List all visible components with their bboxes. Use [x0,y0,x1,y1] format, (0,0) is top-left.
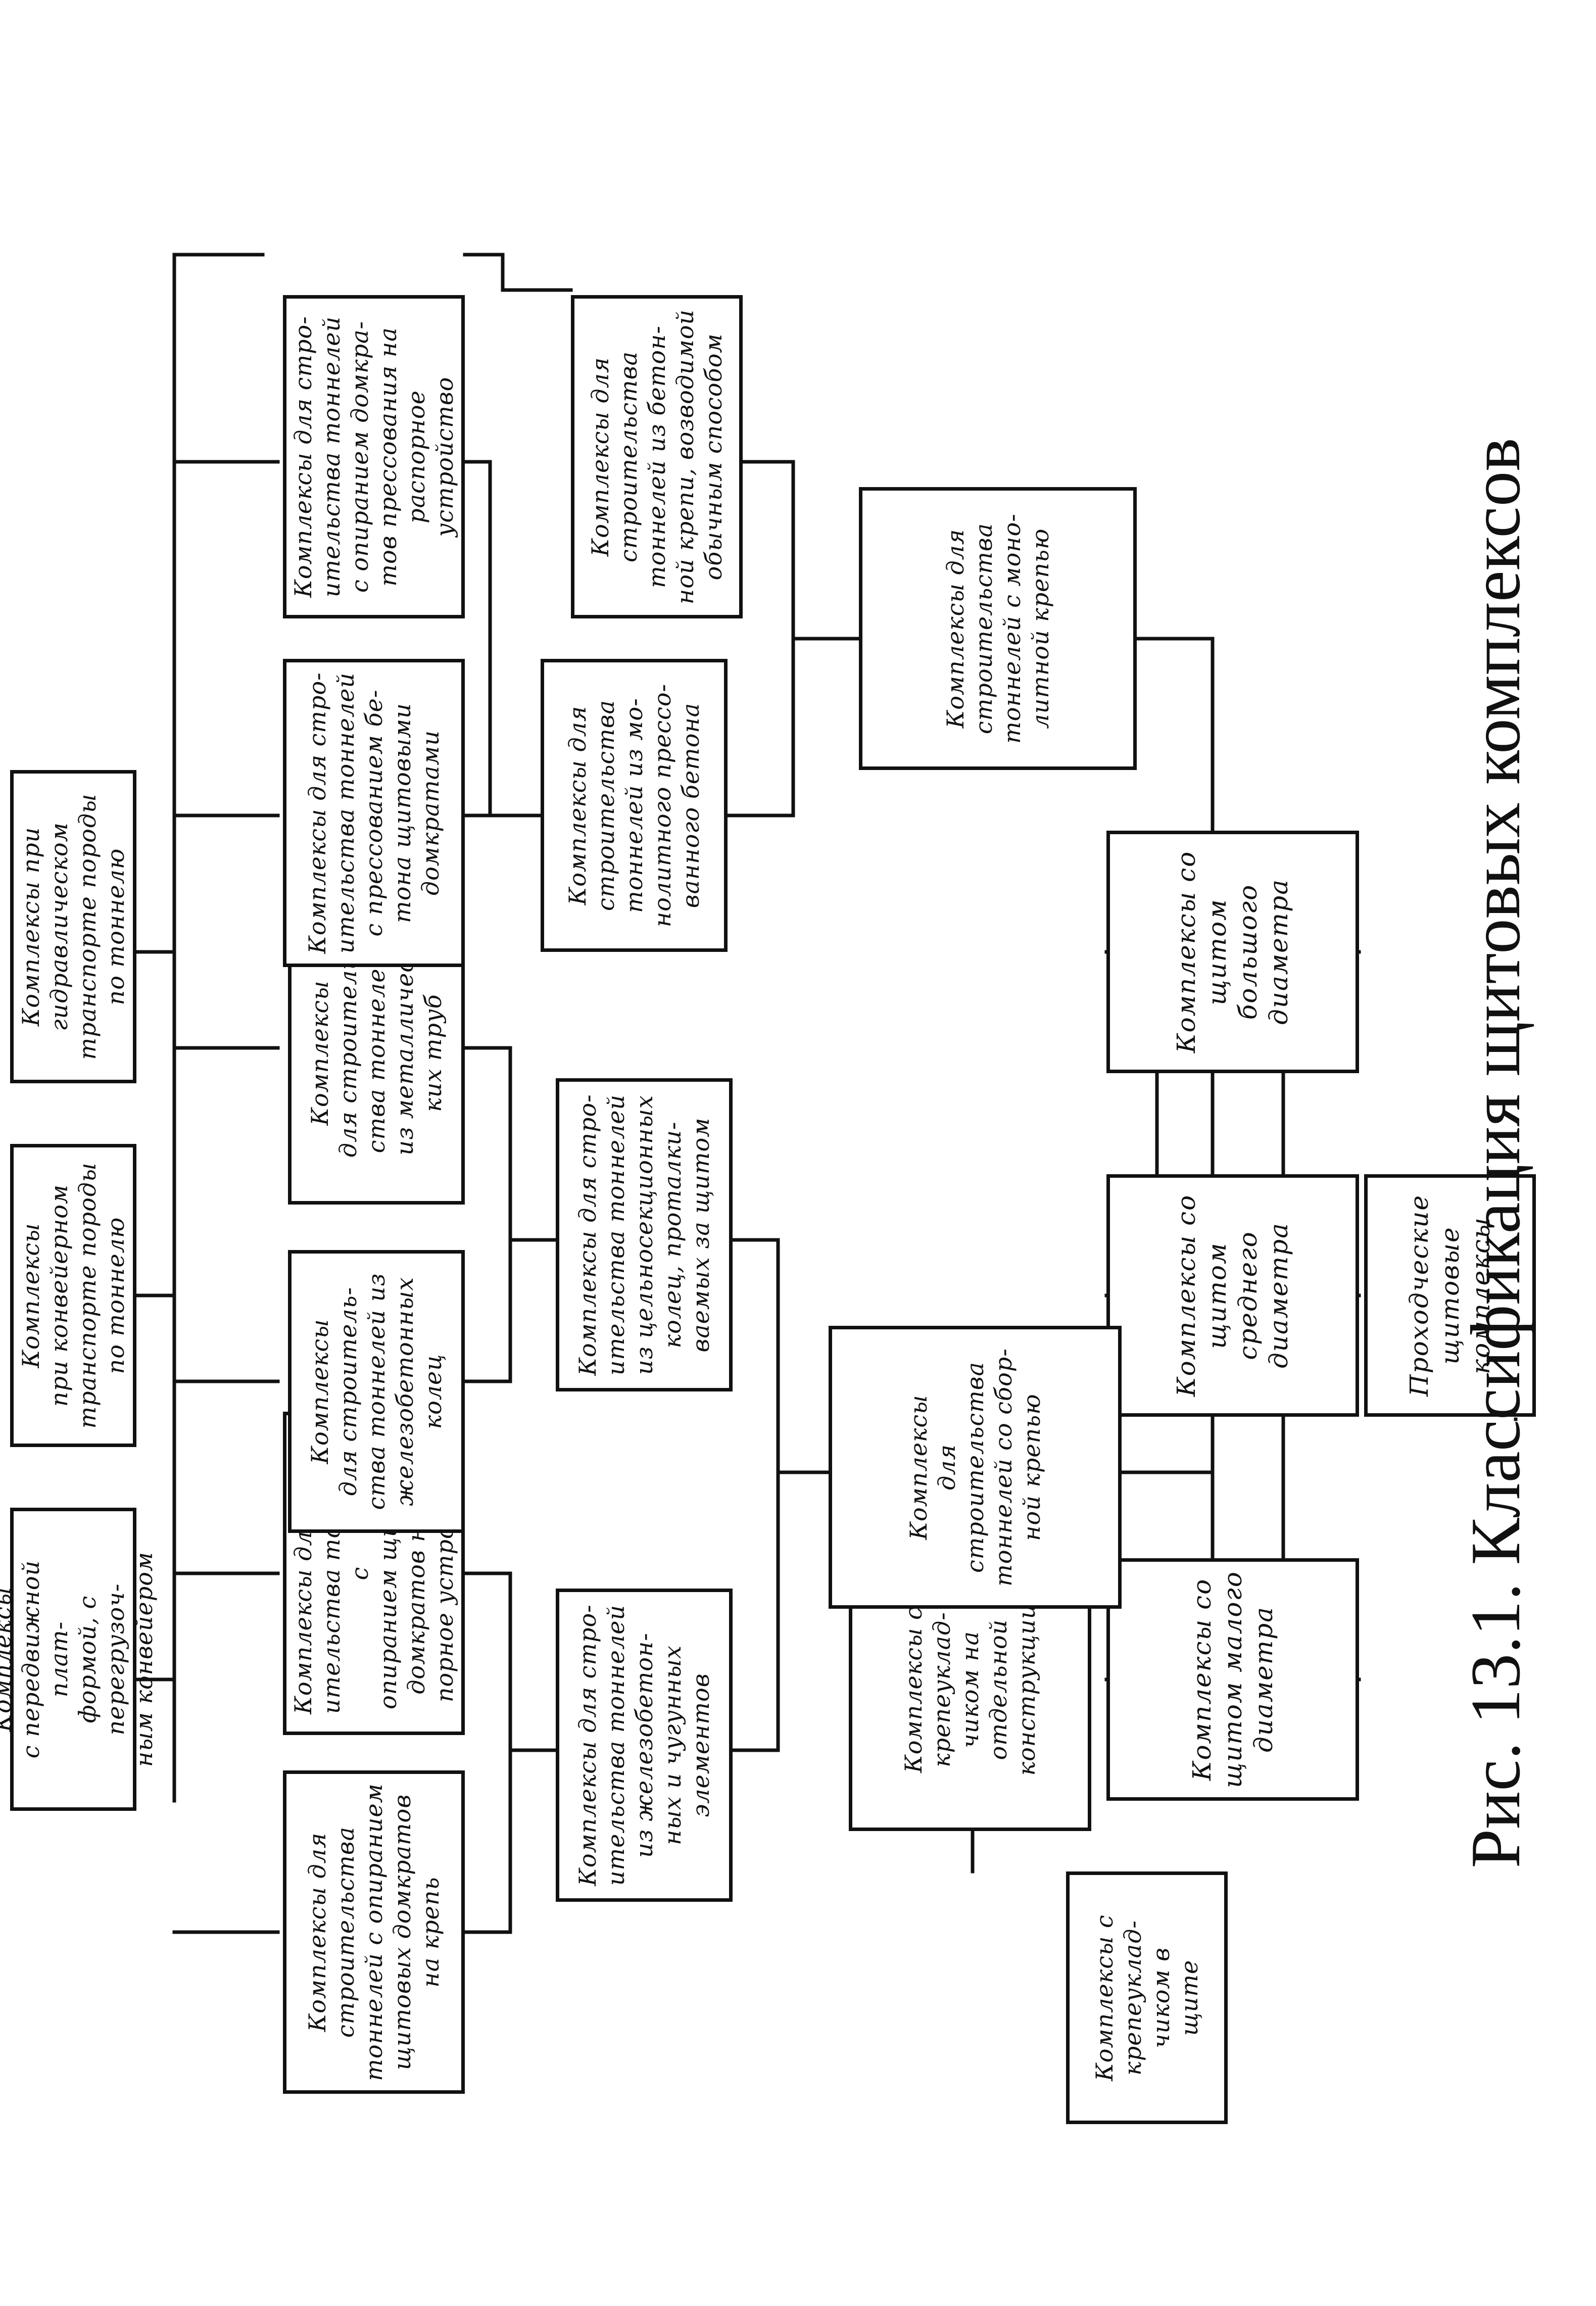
node-label: Комплексы для стро- ительства тоннелей и… [573,1094,715,1376]
node-label: Комплексы для строительства тоннелей со … [904,1348,1046,1587]
node-small-diameter: Комплексы со щитом малого диаметра [1106,1558,1359,1801]
node-label: Комплексы для строительства тоннелей с м… [941,513,1054,744]
node-erector-in-shield: Комплексы с крепеуклад- чиком в щите [1066,1871,1228,2124]
node-large-diameter: Комплексы со щитом большого диаметра [1106,831,1359,1073]
node-label: Комплексы со щитом большого диаметра [1172,850,1293,1053]
node-label: Комплексы со щитом малого диаметра [1187,1571,1278,1788]
node-rc-rings: Комплексы для строитель- ства тоннелей и… [288,1250,465,1533]
node-label: Комплексы для строительства тоннелей с о… [303,1783,445,2081]
node-label: Комплексы с крепеуклад- чиком в щите [1090,1914,1203,2081]
node-label: Комплексы для стро- ительства тоннелей с… [289,316,459,598]
node-one-piece-rings: Комплексы для стро- ительства тоннелей и… [556,1078,733,1391]
node-jacks-on-lining: Комплексы для строительства тоннелей с о… [283,1770,465,2094]
node-mobile-platform: Комплексы с передвижной плат- формой, с … [0,1508,158,1811]
node-label: Комплексы для стро- ительства тоннелей с… [303,672,445,954]
node-pressing-on-spacer: Комплексы для стро- ительства тоннелей с… [283,295,465,618]
node-label: Комплексы со щитом среднего диаметра [1172,1194,1293,1397]
node-label: Комплексы с крепеуклад- чиком на отдельн… [899,1603,1041,1776]
node-label: Комплексы для стро- ительства тоннелей и… [573,1604,715,1886]
node-conveyor-transport: Комплексы при конвейерном транспорте пор… [10,1144,136,1447]
node-rc-cast-iron: Комплексы для стро- ительства тоннелей и… [556,1589,733,1902]
node-label: Комплексы для строительства тоннелей из … [563,683,705,928]
node-label: Комплексы для строитель- ства тоннелей и… [306,1273,447,1510]
node-pressed-concrete: Комплексы для строительства тоннелей из … [541,659,728,952]
node-label: Комплексы при конвейерном транспорте пор… [17,1162,130,1429]
figure-caption: Рис. 13.1. Классификация щитовых комплек… [1457,438,1535,1868]
node-label: Комплексы для строитель- ства тоннелей и… [306,948,447,1158]
node-concrete-conventional: Комплексы для строительства тоннелей из … [571,295,743,618]
node-pressing-shield-jacks: Комплексы для стро- ительства тоннелей с… [283,659,465,967]
node-precast-lining: Комплексы для строительства тоннелей со … [829,1326,1122,1609]
node-label: Комплексы с передвижной плат- формой, с … [0,1551,158,1767]
node-label: Комплексы для строительства тоннелей из … [586,309,728,605]
node-monolithic-lining: Комплексы для строительства тоннелей с м… [859,487,1137,770]
node-medium-diameter: Комплексы со щитом среднего диаметра [1106,1174,1359,1417]
node-label: Комплексы при гидравлическом транспорте … [17,793,130,1060]
node-hydraulic-transport: Комплексы при гидравлическом транспорте … [10,770,136,1083]
